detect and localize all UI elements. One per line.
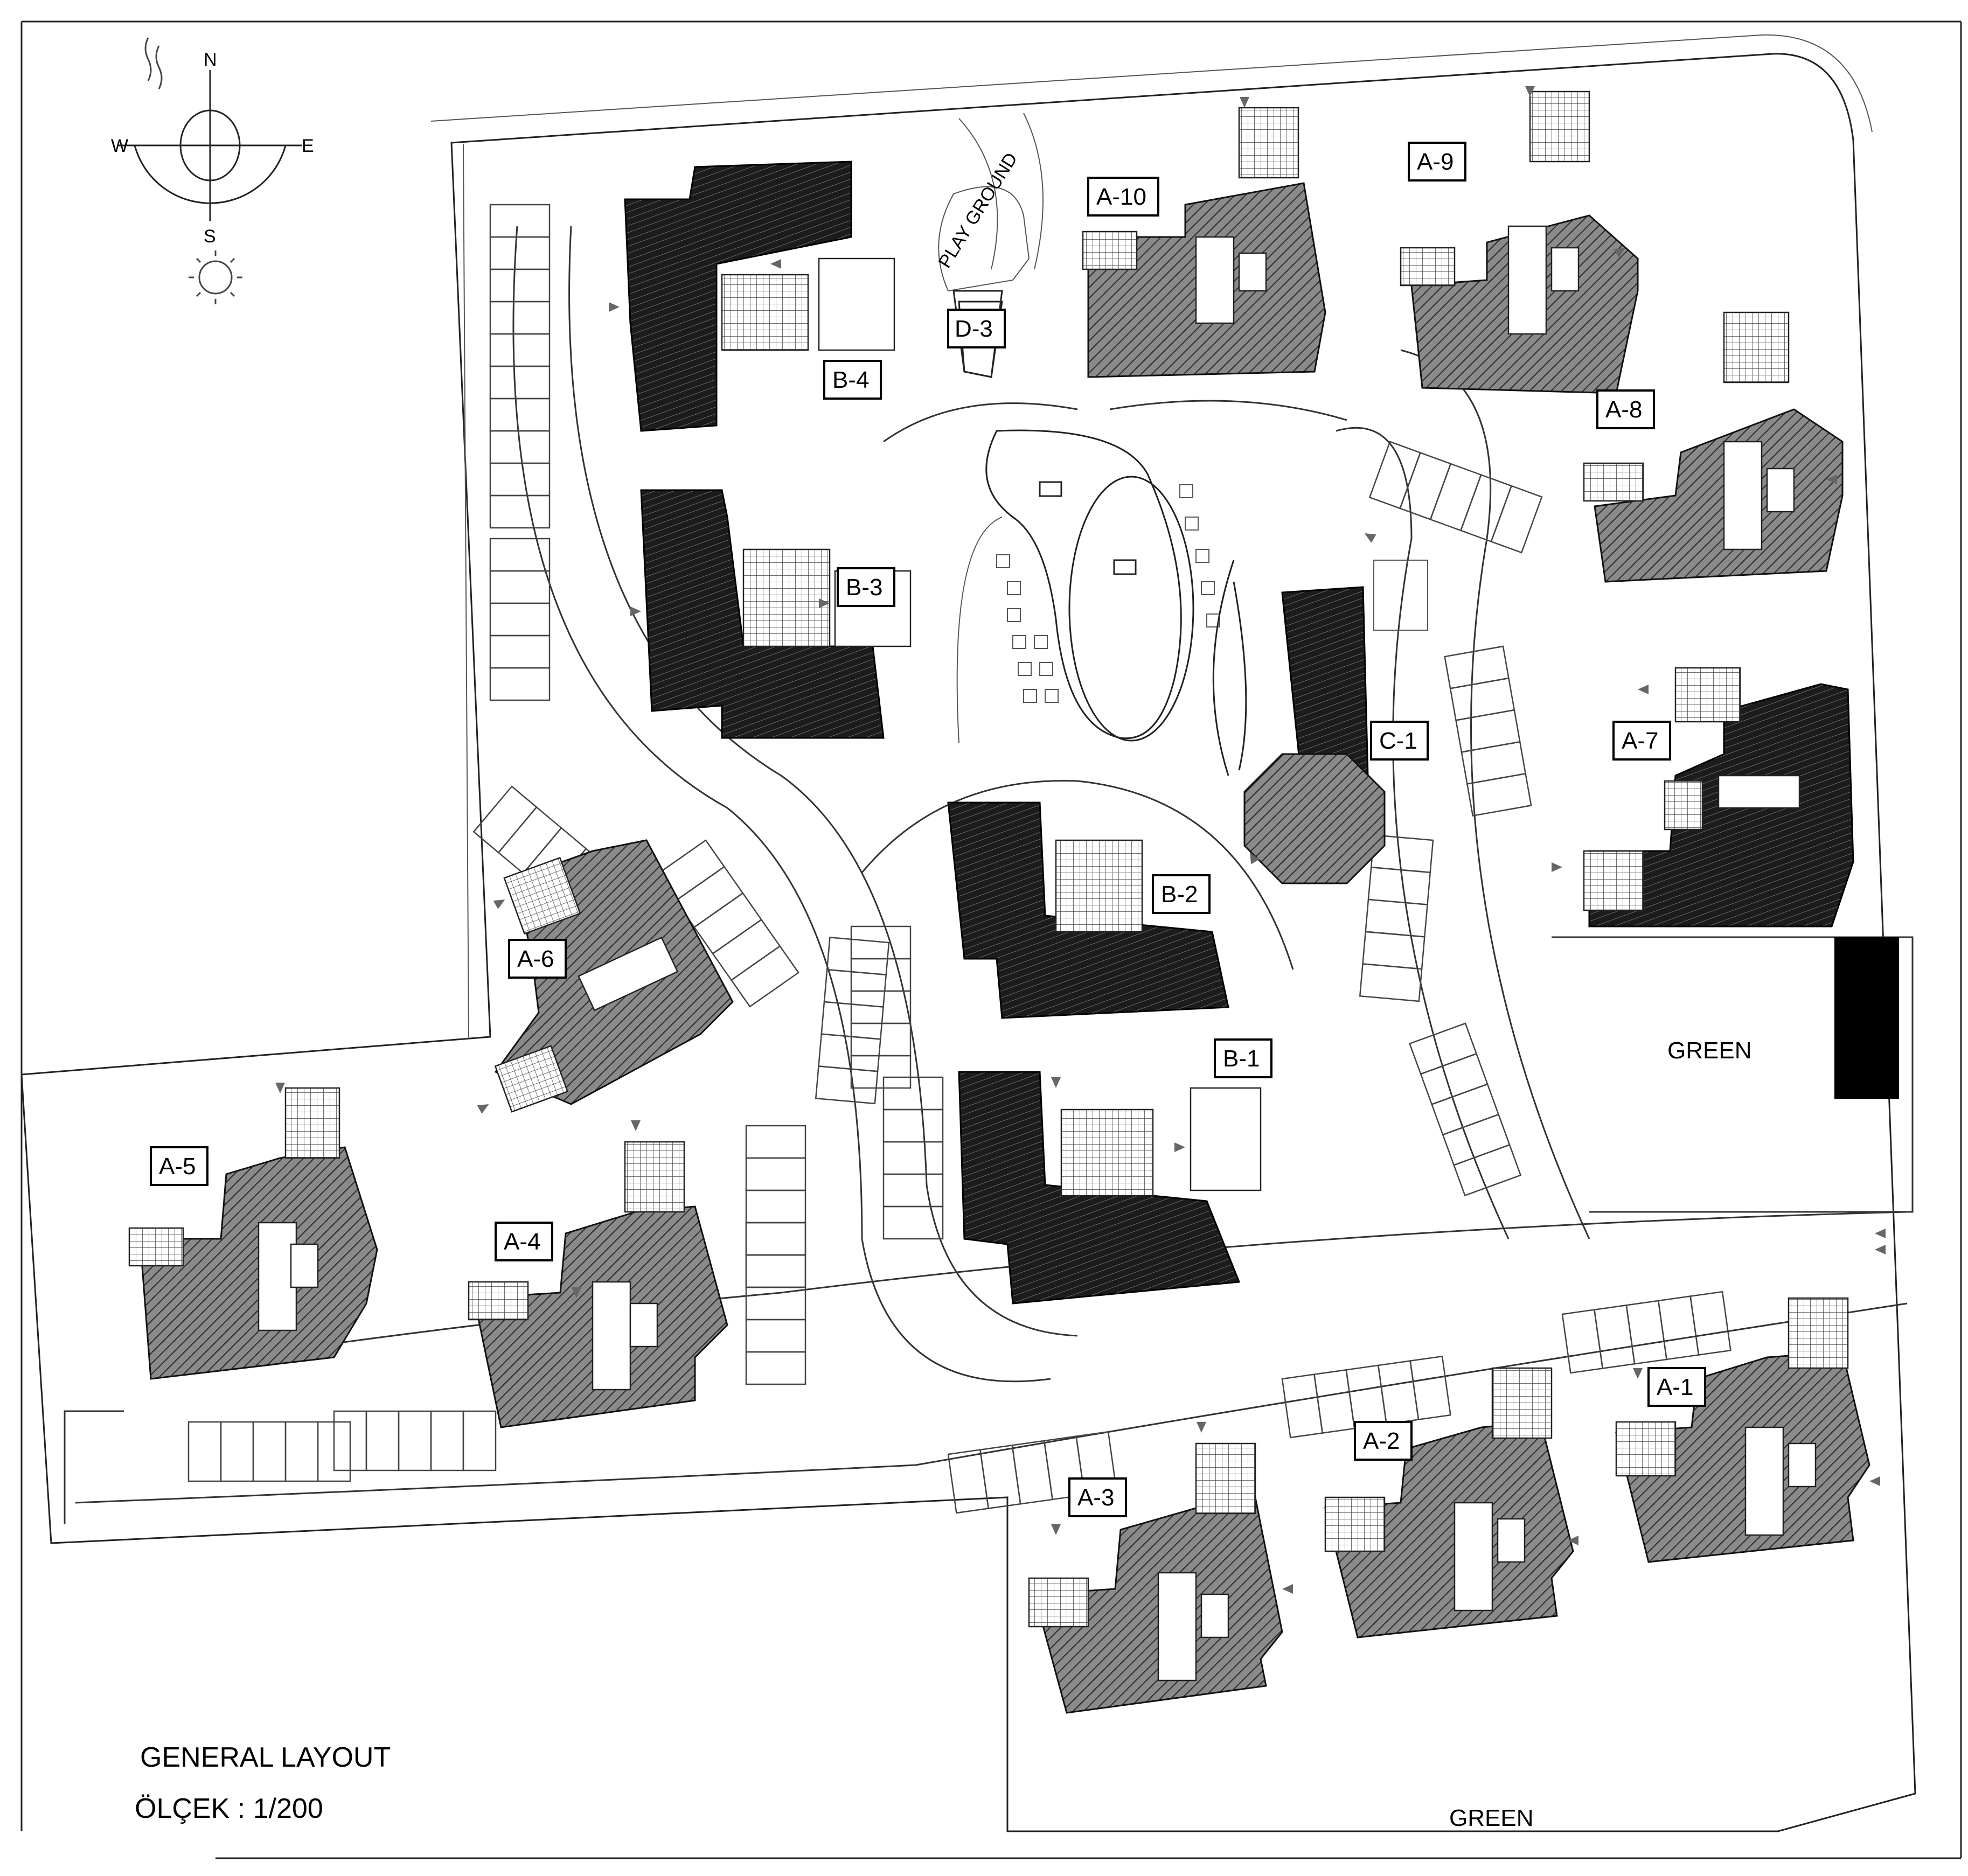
green-label-south: GREEN — [1449, 1805, 1533, 1831]
building-a2 — [1324, 1367, 1574, 1638]
label-a8: A-8 — [1596, 389, 1655, 429]
label-a5: A-5 — [150, 1146, 208, 1186]
wind-icon — [144, 37, 163, 89]
svg-text:A-4: A-4 — [504, 1229, 540, 1255]
label-d3: D-3 — [947, 309, 1006, 348]
label-a3: A-3 — [1068, 1477, 1127, 1517]
building-c1 — [1212, 560, 1428, 884]
label-a6: A-6 — [508, 939, 567, 979]
drawing-title: GENERAL LAYOUT — [140, 1742, 391, 1773]
label-a4: A-4 — [495, 1222, 553, 1261]
label-c1: C-1 — [1370, 721, 1429, 761]
label-a10: A-10 — [1087, 177, 1159, 217]
building-a9 — [1400, 90, 1639, 394]
svg-text:A-10: A-10 — [1096, 184, 1146, 210]
building-a1 — [1615, 1297, 1870, 1563]
svg-text:A-7: A-7 — [1622, 728, 1658, 754]
svg-text:B-1: B-1 — [1223, 1045, 1260, 1072]
play-ground-label: PLAY GROUND — [935, 149, 1022, 271]
building-b3 — [640, 489, 912, 739]
svg-text:D-3: D-3 — [955, 316, 993, 342]
seating-tables — [996, 484, 1220, 703]
compass: N S E W — [111, 37, 314, 304]
green-label-east: GREEN — [1667, 1037, 1751, 1064]
building-labels: A-10 A-9 A-8 A-7 A-6 A-5 A-4 A-3 A-2 A-1… — [150, 142, 1706, 1517]
drawing-scale: ÖLÇEK : 1/200 — [135, 1793, 323, 1824]
site-boundary — [20, 34, 1916, 1832]
svg-text:A-6: A-6 — [517, 946, 554, 972]
svg-text:B-2: B-2 — [1161, 881, 1198, 908]
building-b4 — [624, 161, 895, 432]
svg-text:A-2: A-2 — [1363, 1428, 1400, 1454]
central-plaza — [956, 429, 1247, 771]
building-b2 — [947, 801, 1229, 1019]
building-a7 — [1583, 667, 1854, 927]
label-b1: B-1 — [1214, 1038, 1272, 1078]
compass-north: N — [204, 50, 217, 70]
label-a1: A-1 — [1647, 1367, 1706, 1407]
label-a2: A-2 — [1354, 1421, 1413, 1461]
svg-text:B-4: B-4 — [832, 367, 869, 393]
building-b1 — [958, 1071, 1262, 1305]
label-a9: A-9 — [1408, 142, 1466, 182]
compass-south: S — [204, 226, 216, 247]
building-a5 — [128, 1087, 378, 1380]
compass-west: W — [111, 136, 128, 156]
compass-east: E — [302, 136, 314, 156]
svg-text:B-3: B-3 — [846, 574, 882, 601]
building-a6 — [494, 839, 734, 1113]
svg-text:A-3: A-3 — [1077, 1484, 1114, 1511]
svg-text:A-1: A-1 — [1657, 1374, 1693, 1400]
svg-text:A-8: A-8 — [1605, 396, 1642, 423]
building-a4 — [468, 1141, 728, 1428]
roads — [64, 113, 1914, 1524]
svg-text:A-5: A-5 — [159, 1153, 196, 1180]
label-b2: B-2 — [1152, 874, 1211, 914]
building-a3 — [1028, 1442, 1283, 1714]
svg-text:A-9: A-9 — [1417, 149, 1454, 175]
building-a8 — [1583, 311, 1844, 583]
building-a10 — [1082, 107, 1326, 378]
svg-text:C-1: C-1 — [1379, 728, 1417, 754]
sun-icon — [189, 250, 242, 304]
green-area-east — [1834, 937, 1899, 1099]
drawing-frame — [20, 20, 1962, 1859]
label-b4: B-4 — [823, 360, 882, 400]
label-a7: A-7 — [1612, 721, 1671, 761]
label-b3: B-3 — [837, 567, 895, 607]
